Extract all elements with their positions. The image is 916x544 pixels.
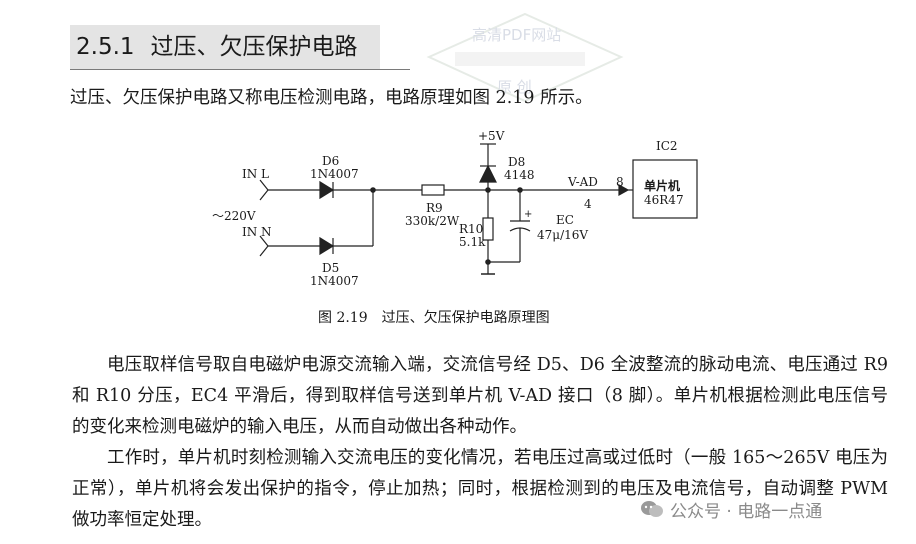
- circuit-schematic: IN L ～220V IN N D6 1N4007 D5 1N4007 R9 3…: [200, 128, 720, 298]
- in-n-terminal-icon: [259, 235, 269, 257]
- label-vad: V-AD: [568, 175, 598, 189]
- label-r10-value: 5.1k: [459, 235, 486, 249]
- watermark-bottom-text: 原 创: [497, 78, 532, 96]
- figure-caption: 图 2.19 过压、欠压保护电路原理图: [318, 310, 550, 326]
- label-d5: D5: [322, 261, 340, 275]
- footer-text: 公众号 · 电路一点通: [670, 501, 823, 522]
- ic2-chip-icon: [632, 159, 698, 219]
- heading-underline: [70, 69, 410, 70]
- label-ac-220v: ～220V: [212, 209, 256, 223]
- label-d8: D8: [508, 155, 526, 169]
- r9-resistor-icon: [421, 184, 445, 196]
- section-title: 过压、欠压保护电路: [150, 34, 358, 60]
- chat-bubble-icon: [641, 501, 663, 517]
- watermark-band: [455, 52, 585, 66]
- label-d8-part: 4148: [504, 168, 535, 182]
- label-ic-part: 46R47: [644, 193, 684, 207]
- watermark: 高清PDF网站 原 创: [425, 10, 625, 105]
- section-heading: 2.5.1 过压、欠压保护电路: [70, 25, 380, 69]
- watermark-diamond-icon: [426, 12, 624, 103]
- label-r10: R10: [459, 222, 484, 236]
- label-ec-plus: +: [524, 209, 533, 220]
- label-vcc: +5V: [478, 129, 505, 143]
- label-ec-value: 47μ/16V: [537, 228, 589, 242]
- d8-diode-icon: [479, 164, 497, 183]
- label-ec: EC: [556, 213, 574, 227]
- label-vad-pin: 4: [584, 197, 592, 211]
- section-number: 2.5.1: [76, 34, 135, 60]
- label-ic-name: 单片机: [644, 179, 681, 193]
- footer-watermark: 公众号 · 电路一点通: [640, 494, 822, 524]
- schematic-drawing: [259, 143, 698, 275]
- body-paragraph-1: 电压取样信号取自电磁炉电源交流输入端，交流信号经 D5、D6 全波整流的脉动电流…: [72, 355, 888, 437]
- label-in-l: IN L: [242, 167, 270, 181]
- label-ic-pin: 8: [616, 175, 624, 189]
- label-r9: R9: [426, 201, 443, 215]
- label-d6-part: 1N4007: [310, 167, 359, 181]
- label-in-n: IN N: [242, 225, 272, 239]
- body-paragraph-2: 工作时，单片机时刻检测输入交流电压的变化情况，若电压过高或过低时（一般 165～…: [72, 448, 888, 530]
- label-r9-value: 330k/2W: [405, 214, 460, 228]
- label-d6: D6: [322, 154, 340, 168]
- watermark-top-text: 高清PDF网站: [472, 26, 562, 44]
- d6-diode-icon: [319, 180, 335, 200]
- intro-paragraph: 过压、欠压保护电路又称电压检测电路，电路原理如图 2.19 所示。: [70, 88, 593, 108]
- vad-arrow-icon: [618, 183, 630, 197]
- d5-diode-icon: [319, 236, 335, 256]
- in-l-terminal-icon: [259, 179, 269, 201]
- label-ic2: IC2: [656, 139, 678, 153]
- label-d5-part: 1N4007: [310, 274, 359, 288]
